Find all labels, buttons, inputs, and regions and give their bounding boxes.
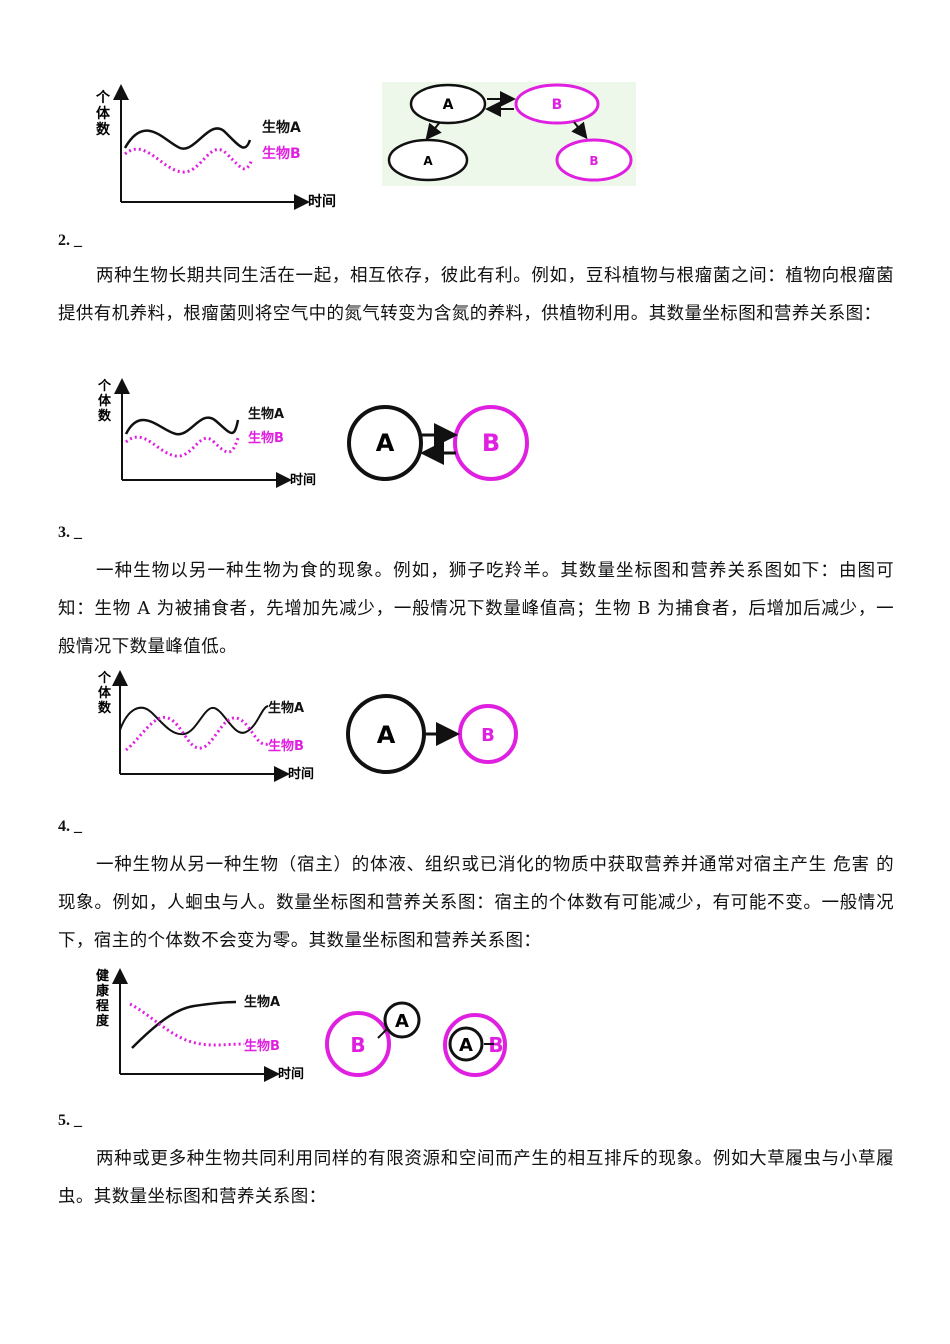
svg-text:时间: 时间: [288, 766, 314, 782]
svg-text:A: A: [443, 97, 454, 113]
svg-text:B: B: [552, 97, 563, 113]
svg-text:时间: 时间: [290, 472, 316, 488]
svg-text:数: 数: [98, 408, 112, 424]
y-axis-label-char-2: 体: [96, 105, 111, 122]
section-number-2: 2. _: [58, 232, 82, 249]
svg-text:个: 个: [97, 378, 112, 394]
series-b-line: [125, 435, 240, 458]
svg-text:A: A: [377, 721, 396, 749]
population-chart-2: 个 体 数 生物A 生物B 时间: [97, 378, 316, 488]
svg-text:度: 度: [96, 1013, 110, 1029]
svg-text:B: B: [488, 1033, 503, 1057]
series-a-line: [131, 1000, 237, 1049]
svg-text:生物A: 生物A: [268, 700, 304, 716]
section-number-3: 3. _: [58, 524, 82, 541]
population-chart-1: 个 体 数 生物A 生物B 时间: [95, 84, 336, 210]
svg-text:A: A: [395, 1011, 409, 1032]
population-chart-3: 个 体 数 生物A 生物B 时间: [97, 670, 314, 782]
svg-text:体: 体: [98, 685, 112, 701]
svg-text:生物A: 生物A: [244, 994, 280, 1010]
section-number-4: 4. _: [58, 818, 82, 835]
series-b-line: [124, 147, 254, 174]
svg-text:B: B: [350, 1033, 365, 1057]
section-text-4: 一种生物从另一种生物（宿主）的体液、组织或已消化的物质中获取营养并通常对宿主产生…: [58, 855, 894, 951]
svg-text:数: 数: [98, 700, 112, 716]
node-b-bottom: [555, 138, 633, 182]
node-b-top: [514, 83, 600, 125]
svg-text:A: A: [459, 1035, 473, 1056]
section-text-2: 两种生物长期共同生活在一起，相互依存，彼此有利。例如，豆科植物与根瘤菌之间：植物…: [58, 266, 894, 324]
series-b-line: [129, 1002, 245, 1047]
mutualism-diagram: A B: [347, 405, 529, 481]
legend-b: 生物B: [262, 145, 301, 162]
parasitism-diagram-internal: B A: [443, 1013, 507, 1077]
x-axis-label: 时间: [308, 193, 336, 210]
svg-text:时间: 时间: [278, 1066, 304, 1082]
svg-text:康: 康: [96, 983, 110, 999]
section-text-3: 一种生物以另一种生物为食的现象。例如，狮子吃羚羊。其数量坐标图和营养关系图如下：…: [58, 561, 894, 657]
series-a-line: [119, 705, 269, 736]
svg-text:B: B: [482, 429, 500, 457]
section-number-5: 5. _: [58, 1112, 82, 1129]
health-chart: 健 康 程 度 生物A 生物B 时间: [96, 968, 304, 1082]
svg-text:生物B: 生物B: [248, 430, 284, 446]
svg-text:B: B: [589, 154, 598, 168]
svg-text:生物A: 生物A: [248, 406, 284, 422]
predation-diagram: A B: [346, 694, 518, 774]
parasitism-diagram-external: B A: [325, 1001, 421, 1077]
legend-a: 生物A: [262, 119, 301, 136]
series-b-line: [125, 715, 269, 752]
svg-text:个: 个: [97, 670, 112, 686]
svg-text:A: A: [376, 429, 395, 457]
node-b-host: [325, 1011, 391, 1077]
series-a-line: [124, 416, 240, 436]
section-text-5: 两种或更多种生物共同利用同样的有限资源和空间而产生的相互排斥的现象。例如大草履虫…: [58, 1149, 894, 1207]
node-a: [346, 694, 426, 774]
svg-text:生物B: 生物B: [268, 738, 304, 754]
svg-text:生物B: 生物B: [244, 1038, 280, 1054]
food-web-diagram: A B A B: [382, 82, 636, 186]
series-a-line: [123, 127, 252, 150]
svg-text:体: 体: [98, 393, 112, 409]
svg-text:A: A: [423, 154, 433, 168]
node-a-parasite: [383, 1001, 421, 1039]
y-axis-label-char-1: 个: [95, 89, 111, 106]
node-a-parasite: [448, 1026, 484, 1062]
node-b: [458, 704, 518, 764]
y-axis-label-char-3: 数: [96, 121, 111, 138]
y-axis-label-health: 健: [96, 968, 109, 984]
svg-text:B: B: [481, 725, 495, 746]
svg-text:程: 程: [96, 999, 109, 1014]
